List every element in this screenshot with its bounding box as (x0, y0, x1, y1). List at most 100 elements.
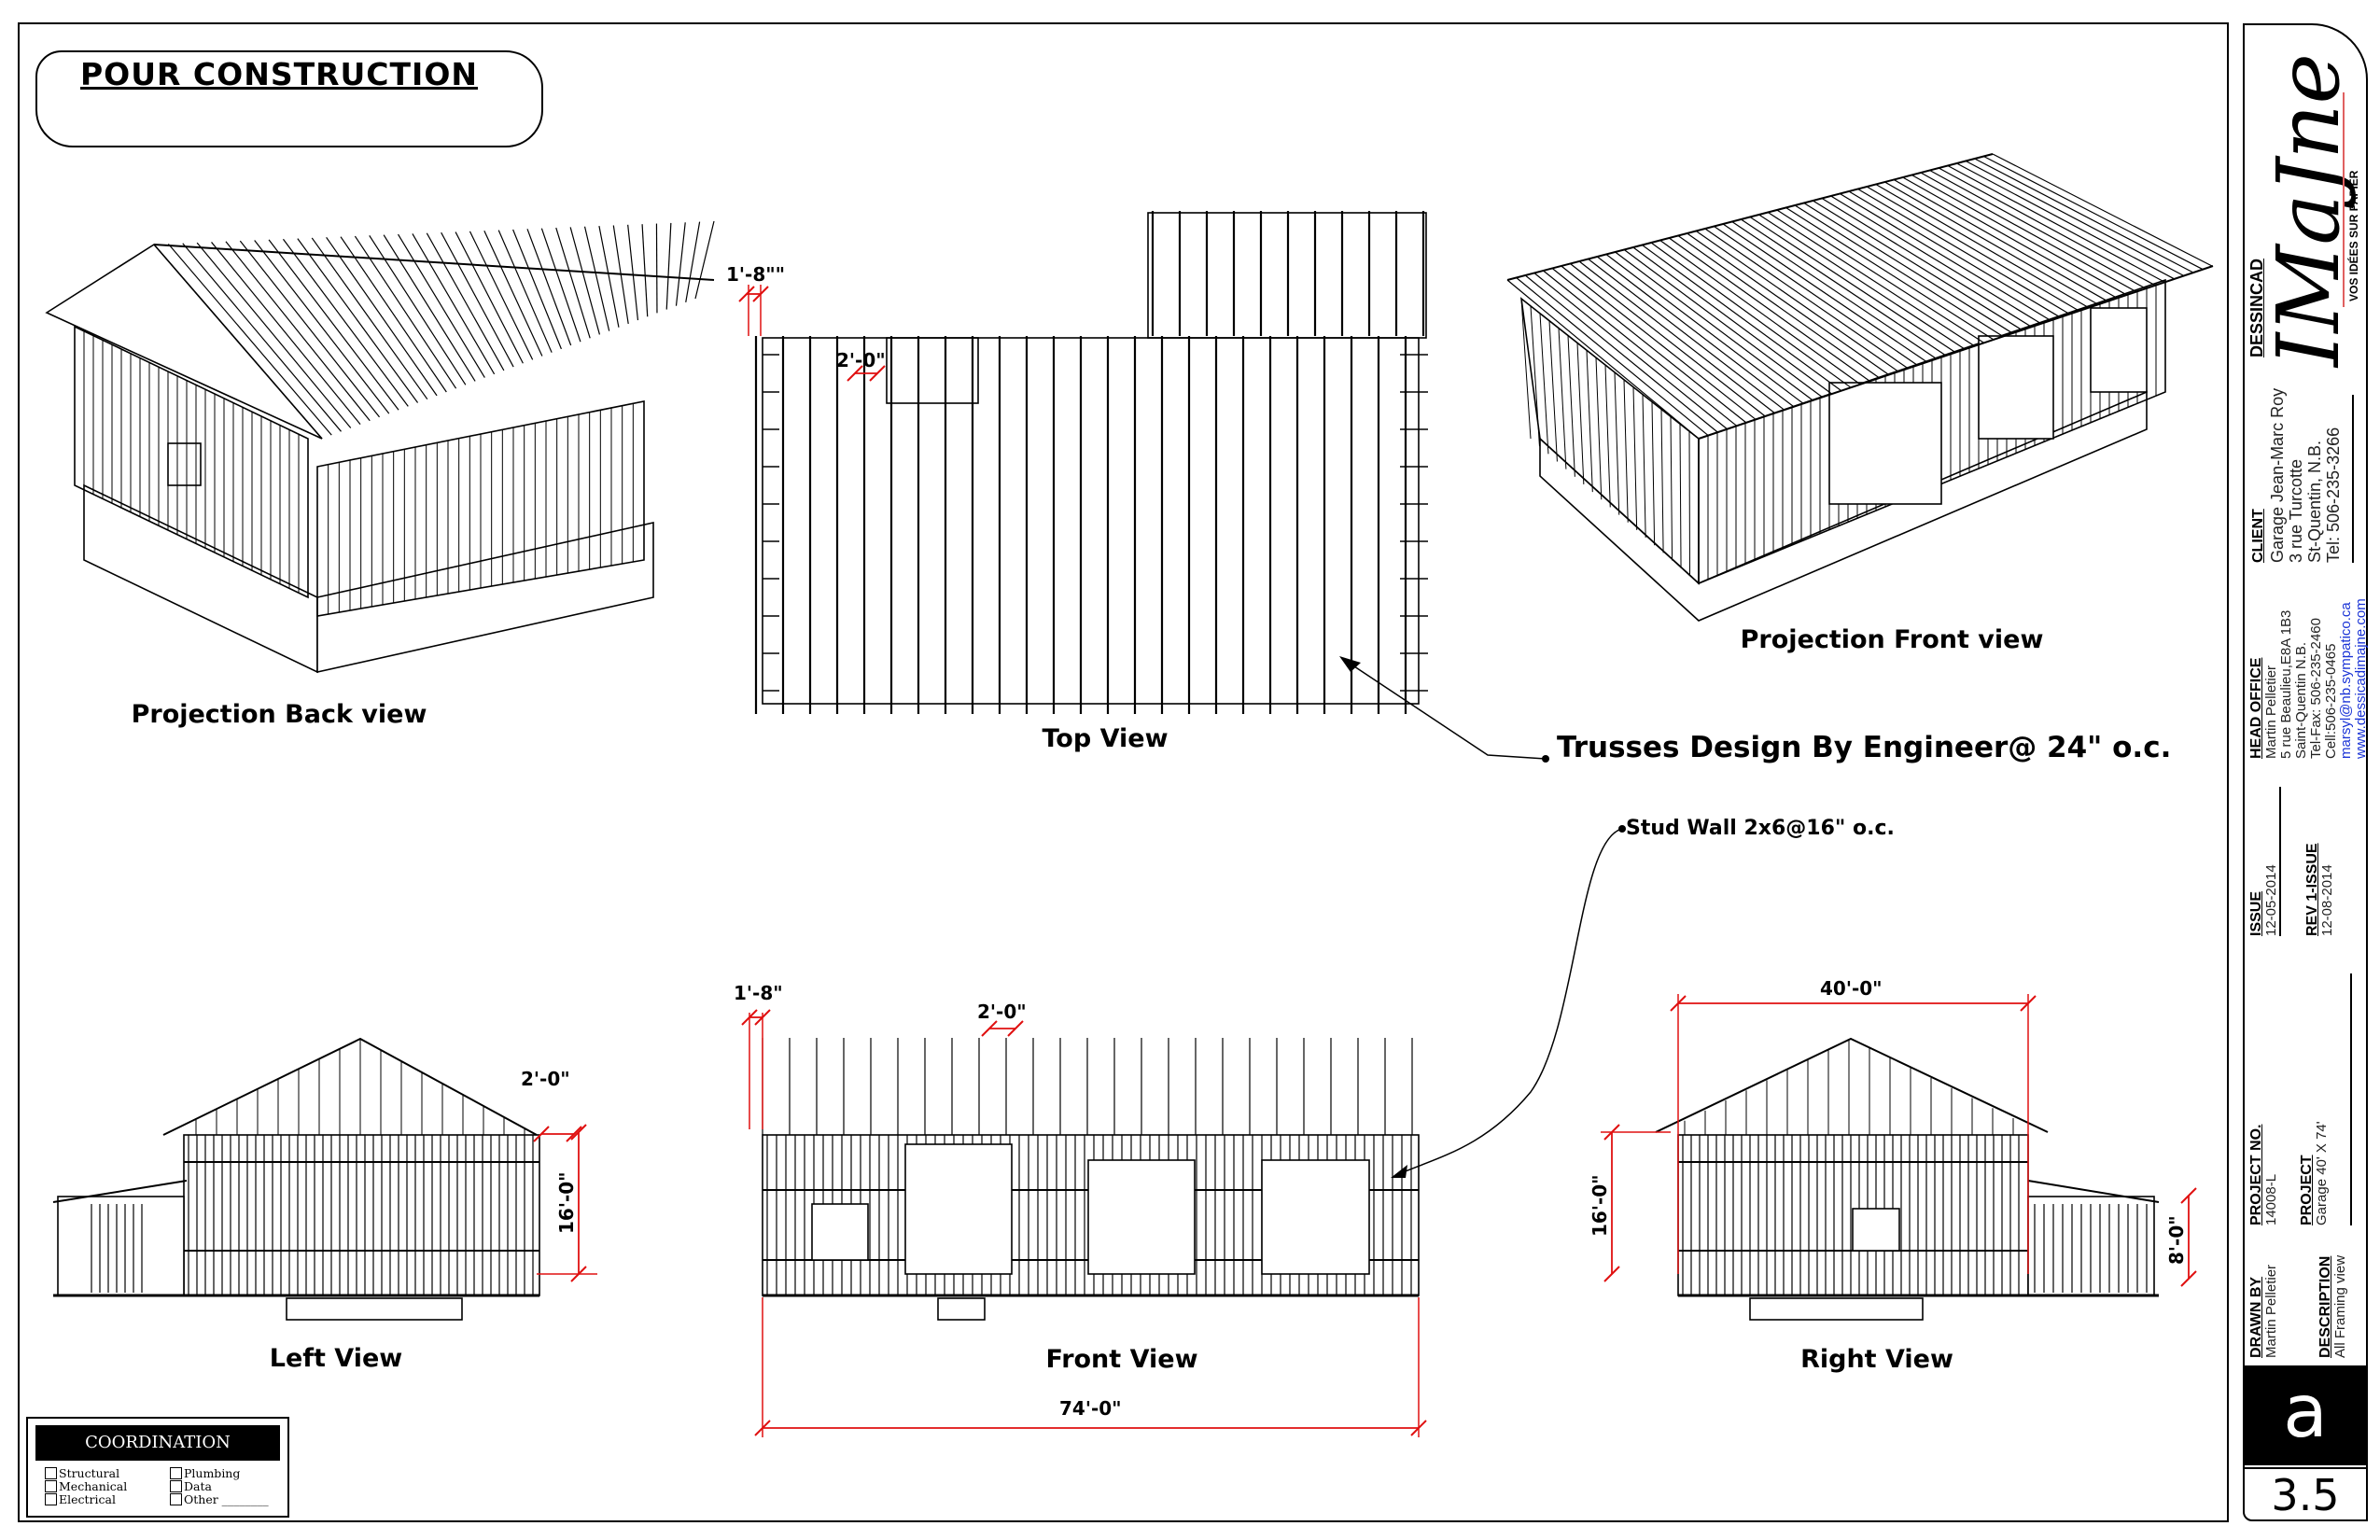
frame-line (1586, 350, 1593, 493)
footing (1749, 1297, 1924, 1321)
dim-left-height: 16'-0" (555, 1171, 578, 1234)
rafter (641, 224, 649, 317)
leanto-roof (52, 1180, 188, 1203)
frame-line (1614, 371, 1620, 515)
dim-tick (2180, 1270, 2197, 1287)
dimension-lines (533, 285, 2197, 1437)
trusses-note: Trusses Design By Engineer@ 24" o.c. (1557, 731, 2172, 764)
truss (1506, 279, 1700, 440)
truss (1839, 192, 2051, 321)
truss (1884, 181, 2099, 305)
right-view-drawing (1655, 1037, 2160, 1321)
rafter (268, 239, 399, 411)
logo: DESSINCAD IMaJne VOS IDÉES SUR PAPIER (2247, 53, 2360, 367)
stud-wall-note: Stud Wall 2x6@16" o.c. (1626, 817, 1895, 840)
truss (1668, 237, 1870, 382)
frame-line (1660, 409, 1664, 553)
label-right-view: Right View (1800, 1345, 1953, 1374)
dim-top-overhang: 1'-8"" (726, 263, 786, 286)
dim-right-width: 40'-0" (1820, 977, 1883, 1000)
frame-line (1520, 298, 1532, 440)
garage-door (904, 1143, 1013, 1275)
rafter (598, 226, 620, 328)
left-view-drawing (52, 1037, 540, 1321)
checkbox-plumbing[interactable]: Plumbing (170, 1467, 240, 1480)
truss (1578, 260, 1775, 414)
truss (1659, 240, 1861, 385)
rafter (182, 243, 342, 432)
leanto-wall (57, 1196, 185, 1296)
door (167, 442, 202, 486)
frame-line (1576, 343, 1585, 484)
truss (1848, 190, 2061, 318)
truss (1524, 274, 1718, 433)
dim-tick (570, 1124, 587, 1141)
rafter (540, 228, 581, 343)
dim-tick (533, 1126, 550, 1142)
truss (1803, 202, 2013, 334)
frame-line (1670, 416, 1673, 561)
slab-left (83, 483, 318, 674)
truss (1830, 195, 2041, 325)
checkbox-structural[interactable]: Structural (45, 1467, 119, 1480)
title-block (2243, 23, 2368, 1521)
rafter (685, 221, 701, 302)
truss (1776, 209, 1984, 343)
truss (1741, 218, 1947, 357)
truss (1615, 251, 1813, 401)
garage-door (1978, 335, 2054, 440)
truss (1974, 158, 2193, 273)
sheet-number: 3.5 (2245, 1467, 2366, 1521)
frame-line (1642, 394, 1646, 539)
rafter (426, 232, 505, 371)
truss (1758, 214, 1966, 350)
frame-line (1595, 357, 1603, 500)
truss (1605, 254, 1804, 404)
email-link[interactable]: marsyl@nb.sympatico.ca (2338, 602, 2354, 759)
website-link[interactable]: www.dessicadimajne.com (2353, 598, 2369, 759)
rafter (369, 235, 467, 385)
truss (1947, 164, 2165, 283)
footing (286, 1297, 463, 1321)
truss (1543, 270, 1738, 427)
dim-tick (738, 286, 755, 302)
rafter (469, 231, 534, 360)
dim-tick (869, 365, 886, 382)
truss (1623, 249, 1823, 398)
checkbox-data[interactable]: Data (170, 1480, 212, 1493)
rafter (526, 229, 572, 346)
rafter (627, 224, 639, 321)
garage-door (1087, 1159, 1196, 1275)
frame-line (1688, 431, 1691, 576)
dim-tick (566, 1126, 582, 1142)
truss (1794, 204, 2004, 337)
truss (1687, 232, 1890, 375)
roof-truss (1655, 1037, 2049, 1133)
rafter (196, 242, 352, 428)
truss (1857, 188, 2070, 315)
rafter (167, 243, 332, 436)
coordination-title: COORDINATION (35, 1425, 280, 1461)
dim-front-overhang: 1'-8" (734, 982, 783, 1004)
frame-line (1548, 320, 1558, 462)
checkbox-electrical[interactable]: Electrical (45, 1493, 116, 1506)
sheet-title: POUR CONSTRUCTION (80, 56, 478, 92)
rafter (225, 241, 371, 422)
truss (1570, 263, 1766, 417)
top-outline (762, 337, 1420, 705)
checkbox-mechanical[interactable]: Mechanical (45, 1480, 127, 1493)
truss (1813, 200, 2023, 331)
roof-truss (162, 1037, 538, 1136)
label-front-view: Front View (1045, 1345, 1198, 1374)
garage-door (1261, 1159, 1370, 1275)
truss (1650, 242, 1852, 388)
wing-outline (1147, 212, 1427, 339)
checkbox-other[interactable]: Other ________ (170, 1493, 269, 1506)
dim-right-leanto-height: 8'-0" (2165, 1215, 2188, 1265)
truss (1911, 174, 2127, 296)
arrowhead (1339, 656, 1361, 672)
